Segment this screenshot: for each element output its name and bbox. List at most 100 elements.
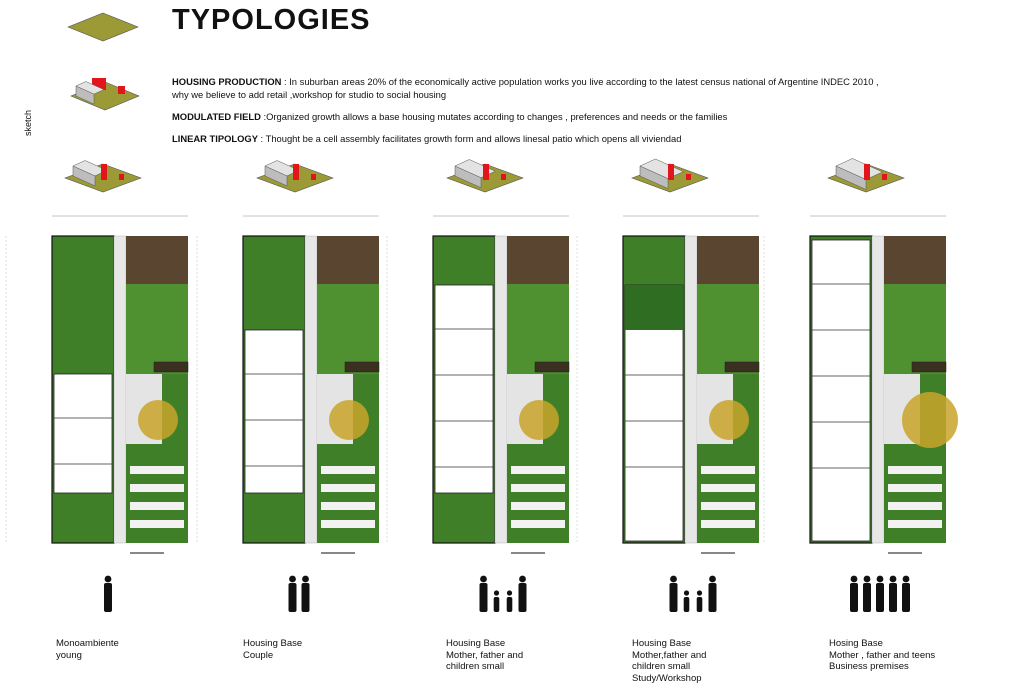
person-body [889,583,897,612]
plan-tree [902,392,958,448]
stepping-stone [888,466,942,474]
caption-typology-3: Housing Base Mother, father and children… [446,638,524,672]
typology-icon-retail [293,164,299,180]
people-silhouettes [479,575,527,612]
person-body [876,583,884,612]
stepping-stone [511,520,565,528]
stepping-stone [511,502,565,510]
caption-typology-1: Monoambiente young [56,638,119,661]
plan-path [494,235,508,544]
stepping-stone [888,484,942,492]
stepping-stone [888,502,942,510]
plan-vegetable-garden [507,236,569,284]
planter [534,361,570,373]
person-head [493,590,500,596]
stepping-stone [511,484,565,492]
typology-icon-retail [668,164,674,180]
person-head [670,575,677,583]
plan-lawn [884,284,946,374]
plan-lawn [126,284,188,374]
person-body [696,597,703,612]
site-massing-icon [70,78,140,111]
planter [724,361,760,373]
person-body [506,597,513,612]
typology-icon-marker [882,174,887,180]
site-icons [67,12,139,42]
stepping-stone [701,484,755,492]
typology-4 [576,158,760,612]
plan-vegetable-garden [697,236,759,284]
typology-3 [386,159,570,612]
person-body [493,597,500,612]
caption-typology-4: Housing Base Mother,father and children … [632,638,707,684]
person-body [104,583,112,612]
plan-vegetable-garden [884,236,946,284]
typology-icon-house-top [72,160,108,177]
person-head [104,575,112,583]
planter [344,361,380,373]
planter [911,361,947,373]
workshop-patio [625,285,683,330]
caption-typology-5: Hosing Base Mother , father and teens Bu… [829,638,936,672]
plan-lawn [697,284,759,374]
stepping-stone [130,520,184,528]
stepping-stone [888,520,942,528]
person-head [519,575,526,583]
plan-built-area [244,329,304,494]
plan-tree [709,400,749,440]
typology-icon-house-top [835,158,884,180]
person-body [518,583,527,612]
person-head [683,590,690,596]
plan-path [684,235,698,544]
plan-lawn [507,284,569,374]
page-title: TYPOLOGIES [172,4,371,36]
plan-vegetable-garden [126,236,188,284]
person-body [850,583,858,612]
plan-path [304,235,318,544]
stepping-stone [511,466,565,474]
typology-5 [763,158,958,612]
people-silhouettes [288,575,310,612]
caption-typology-2: Housing Base Couple [243,638,303,661]
person-body [683,597,690,612]
stepping-stone [701,466,755,474]
person-head [480,575,487,583]
people-silhouettes [669,575,717,612]
person-body [708,583,717,612]
site-lot-icon [67,12,139,42]
plan-built-area [434,284,494,494]
person-body [288,583,297,612]
people-silhouettes [104,575,112,612]
plan-tree [519,400,559,440]
person-head [902,575,910,583]
person-body [479,583,488,612]
stepping-stone [321,484,375,492]
plan-built-area [811,239,871,542]
person-body [863,583,871,612]
paragraph-modulated-field: MODULATED FIELD :Organized growth allows… [172,111,728,122]
person-body [669,583,678,612]
plan-lawn [317,284,379,374]
stepping-stone [321,502,375,510]
person-head [302,575,309,583]
paragraph-housing-production: HOUSING PRODUCTION : In suburban areas 2… [172,76,879,100]
typology-2 [196,160,380,612]
stepping-stone [130,502,184,510]
typology-icon-retail [101,164,107,180]
sketch-label: sketch [23,109,33,136]
person-head [876,575,884,583]
typology-1 [5,160,189,612]
person-head [863,575,871,583]
plan-path [113,235,127,544]
person-head [889,575,897,583]
typology-icon-retail [864,164,870,180]
stepping-stone [321,520,375,528]
typology-icon-marker [501,174,506,180]
typology-icon-marker [119,174,124,180]
plan-tree [329,400,369,440]
stepping-stone [701,520,755,528]
stepping-stone [701,502,755,510]
person-head [506,590,513,596]
planter [153,361,189,373]
